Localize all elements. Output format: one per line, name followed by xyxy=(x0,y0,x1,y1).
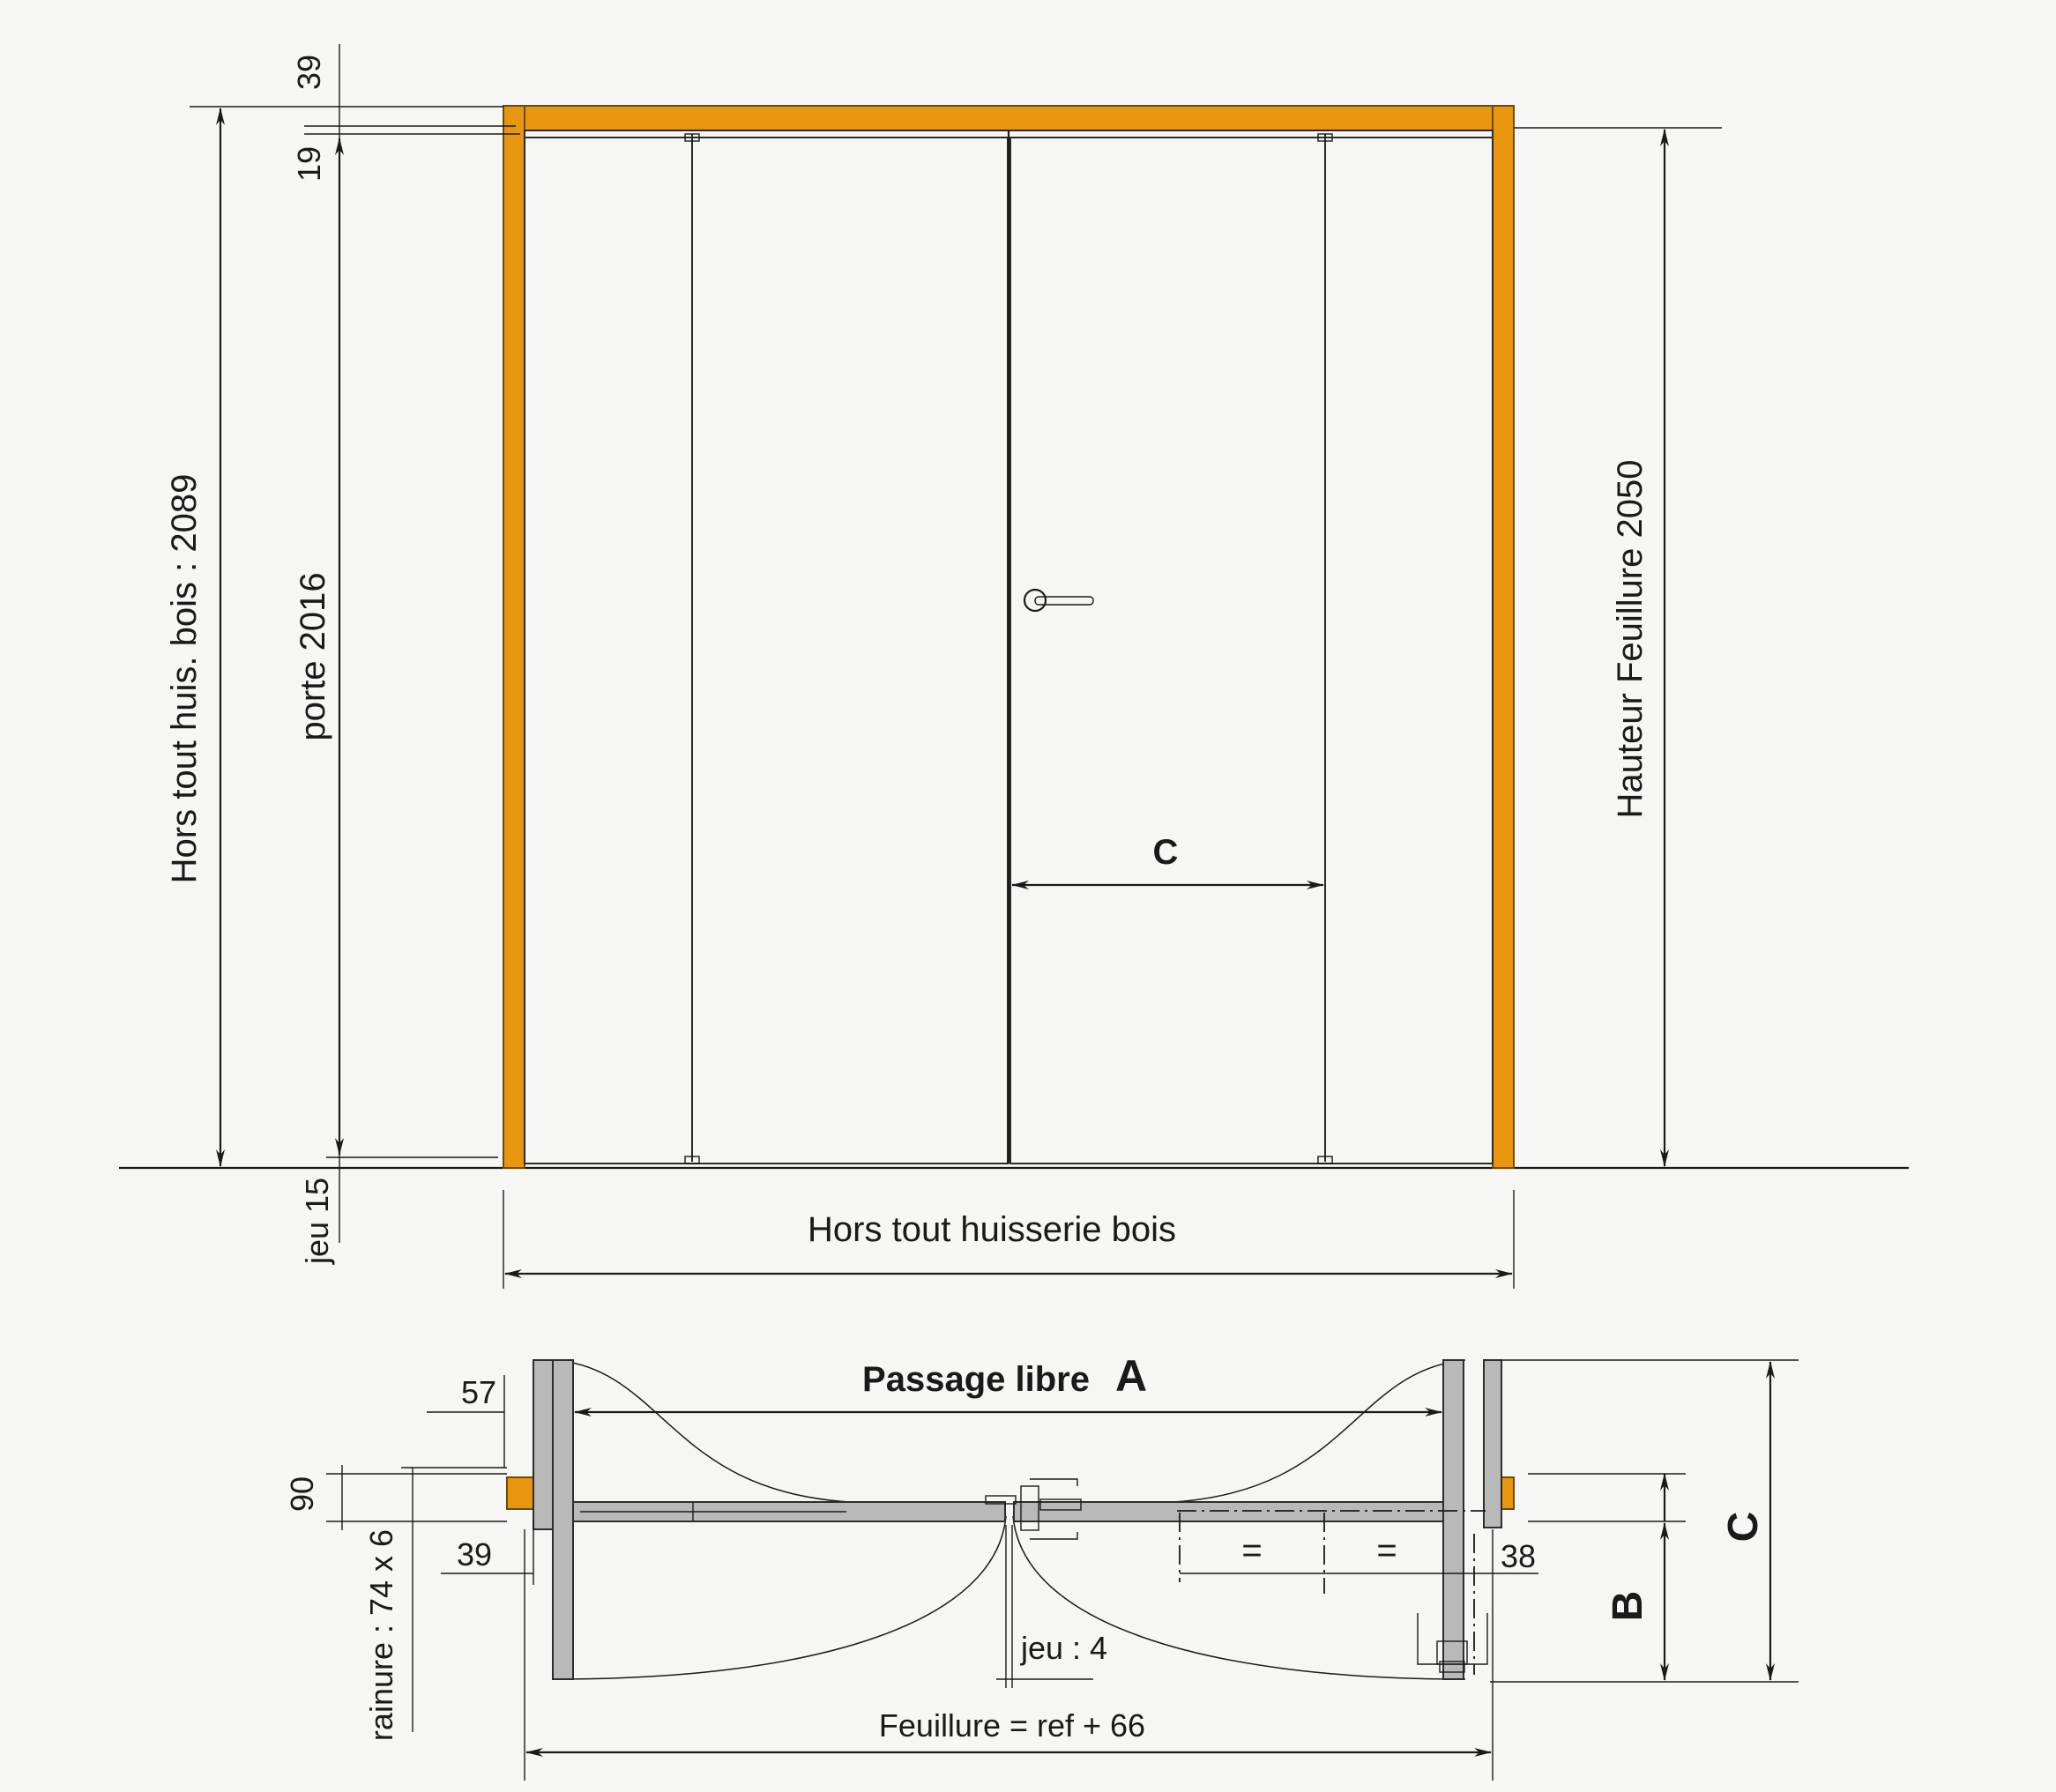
label-c: C xyxy=(1720,1512,1767,1543)
frame-jamb-left xyxy=(503,105,525,1169)
frame-section-left xyxy=(506,1476,534,1510)
elevation-view: 39 19 Hors tout huis. bois : 2089 porte … xyxy=(119,44,1909,1289)
pivot-top-left xyxy=(684,133,700,142)
label-39-plan: 39 xyxy=(457,1536,492,1573)
leaf-right xyxy=(1009,137,1494,1164)
leaf-section-right-inner xyxy=(1442,1359,1464,1680)
pivot-top-right xyxy=(1317,133,1333,142)
label-passage-a: A xyxy=(1115,1351,1147,1401)
label-equal-left: = xyxy=(1241,1531,1262,1570)
label-equal-right: = xyxy=(1376,1531,1397,1570)
label-rainure: rainure : 74 x 6 xyxy=(363,1529,399,1741)
label-hauteur-feuillure: Hauteur Feuillure 2050 xyxy=(1611,460,1650,819)
label-feuillure: Feuillure = ref + 66 xyxy=(879,1707,1145,1744)
swing-arc-left-lower xyxy=(555,1515,1007,1680)
label-hors-tout-height: Hors tout huis. bois : 2089 xyxy=(165,474,204,884)
frame-jamb-right xyxy=(1492,105,1515,1169)
label-57: 57 xyxy=(461,1374,496,1410)
label-90: 90 xyxy=(284,1476,320,1512)
leaf-closed-right xyxy=(1013,1501,1444,1522)
swing-arc-left-upper xyxy=(555,1359,878,1504)
sheet-background xyxy=(119,0,1935,1792)
pivot-bottom-right xyxy=(1317,1156,1333,1164)
swing-arc-right-upper xyxy=(1145,1359,1466,1504)
label-porte-height: porte 2016 xyxy=(294,572,332,740)
label-19: 19 xyxy=(291,146,327,182)
frame-head xyxy=(503,105,1515,131)
label-leaf-width-c: C xyxy=(1153,833,1179,872)
center-lock-icon xyxy=(985,1478,1082,1540)
label-jeu-15: jeu 15 xyxy=(299,1178,335,1265)
leaf-section-left-inner xyxy=(552,1359,574,1680)
label-39-top: 39 xyxy=(291,55,327,90)
label-passage-libre: Passage libre xyxy=(862,1360,1090,1399)
plan-view: = = 38 Passage libre A 57 90 rainure : 7… xyxy=(284,1351,1799,1781)
label-jeu-4: jeu : 4 xyxy=(1020,1630,1107,1666)
floor-pivot-icon xyxy=(1417,1613,1488,1673)
label-b: B xyxy=(1605,1591,1651,1622)
door-handle-icon xyxy=(1023,588,1094,613)
label-hors-tout-width: Hors tout huisserie bois xyxy=(808,1210,1176,1249)
label-38: 38 xyxy=(1501,1538,1536,1574)
swing-arc-right-lower xyxy=(1012,1515,1466,1680)
door-leaves xyxy=(524,130,1494,1164)
leaf-section-right-outer xyxy=(1483,1359,1502,1528)
pivot-bottom-left xyxy=(684,1156,700,1164)
leaf-section-left-outer xyxy=(533,1359,554,1530)
